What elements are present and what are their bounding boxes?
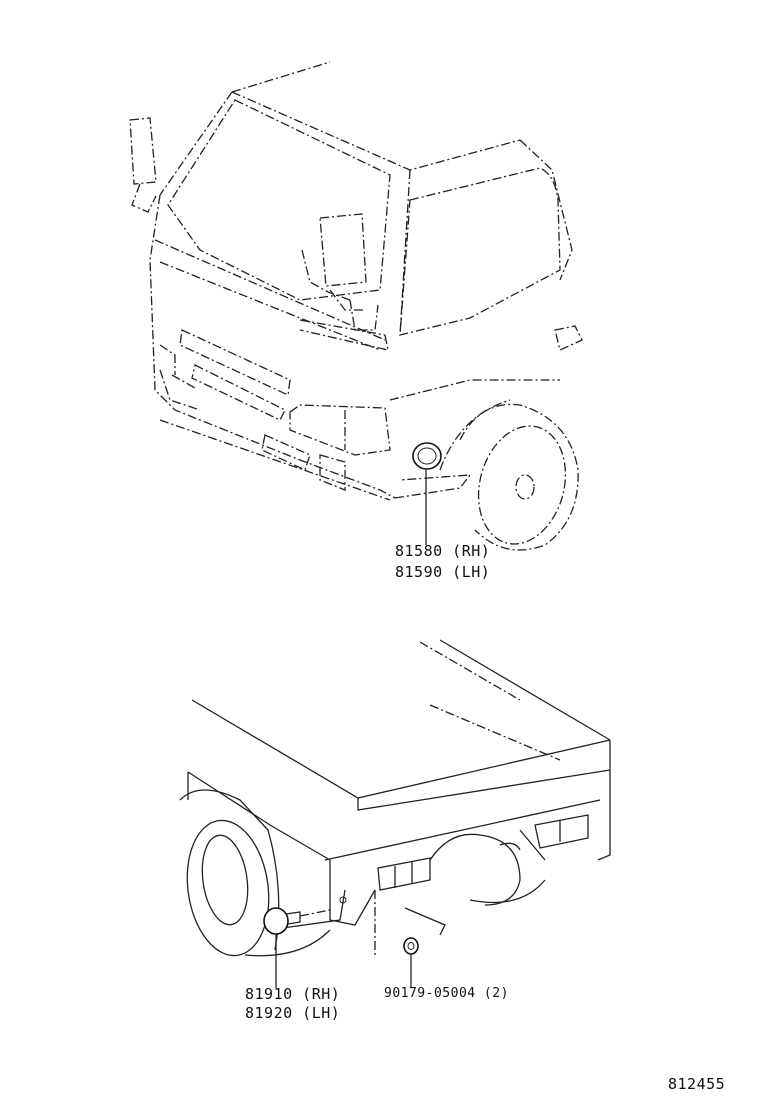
screw-part — [403, 937, 419, 955]
truck-cab-front-outline — [129, 61, 583, 551]
screw-part-number: 90179-05004 (2) — [384, 986, 509, 1001]
diagram-reference-number: 812455 — [668, 1075, 726, 1093]
rear-side-marker-lamp — [263, 907, 331, 935]
rear-lamp-part-number-rh: 81910 (RH) — [245, 985, 341, 1003]
front-lamp-part-number-lh: 81590 (LH) — [395, 563, 491, 581]
front-side-marker-lamp — [412, 442, 442, 470]
rear-lamp-part-number-lh: 81920 (LH) — [245, 1004, 341, 1022]
front-lamp-part-number-rh: 81580 (RH) — [395, 542, 491, 560]
truck-rear-body-outline — [179, 639, 611, 957]
